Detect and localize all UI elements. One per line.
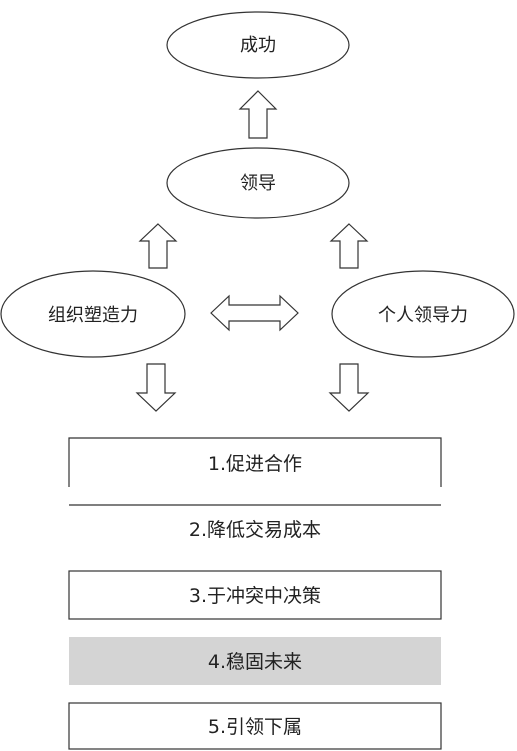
arrow-down-right — [328, 363, 370, 412]
node-org-shaping-label: 组织塑造力 — [48, 305, 138, 326]
outcome-label-3: 3.于冲突中决策 — [189, 585, 321, 607]
outcome-box-4: 4.稳固未来 — [69, 637, 441, 685]
arrow-up-org-to-leadership — [138, 223, 178, 269]
outcome-label-2: 2.降低交易成本 — [189, 519, 321, 541]
outcome-label-1: 1.促进合作 — [208, 453, 302, 475]
node-personal-leadership-label: 个人领导力 — [378, 305, 468, 326]
outcome-box-2: 2.降低交易成本 — [69, 504, 441, 541]
node-org-shaping: 组织塑造力 — [0, 270, 186, 358]
outcome-box-3: 3.于冲突中决策 — [68, 570, 442, 620]
outcome-box-1: 1.促进合作 — [68, 437, 442, 487]
outcome-label-4: 4.稳固未来 — [208, 651, 302, 673]
node-success-label: 成功 — [240, 35, 276, 56]
node-success: 成功 — [166, 11, 350, 79]
arrow-up-personal-to-leadership — [329, 223, 369, 269]
arrow-down-left — [135, 363, 177, 412]
arrow-up-leadership-to-success — [238, 90, 278, 139]
node-leadership-label: 领导 — [240, 173, 276, 194]
outcome-box-5: 5.引领下属 — [68, 702, 442, 750]
node-leadership: 领导 — [166, 147, 350, 219]
double-arrow-org-personal — [210, 294, 299, 332]
outcome-label-5: 5.引领下属 — [208, 716, 302, 738]
node-personal-leadership: 个人领导力 — [331, 270, 515, 358]
